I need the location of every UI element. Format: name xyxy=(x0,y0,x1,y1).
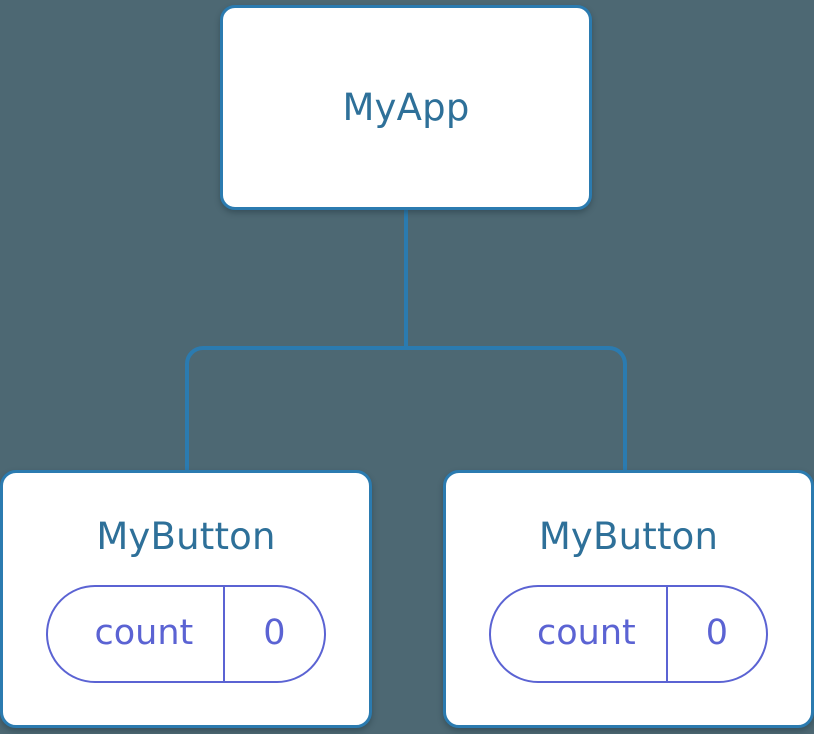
node-title: MyApp xyxy=(342,86,470,129)
state-key: count xyxy=(94,613,194,653)
node-mybutton-left[interactable]: MyButton count 0 xyxy=(0,470,372,728)
state-value: 0 xyxy=(223,586,323,681)
node-title: MyButton xyxy=(96,514,276,558)
state-pill[interactable]: count 0 xyxy=(488,584,769,683)
state-pill[interactable]: count 0 xyxy=(46,584,326,683)
node-myapp[interactable]: MyApp xyxy=(220,5,592,210)
edge-to-child-left xyxy=(185,346,406,472)
state-value: 0 xyxy=(665,586,766,681)
state-key: count xyxy=(536,613,636,653)
node-title: MyButton xyxy=(538,514,719,558)
edge-to-child-right xyxy=(406,346,627,472)
node-mybutton-right[interactable]: MyButton count 0 xyxy=(443,470,814,728)
